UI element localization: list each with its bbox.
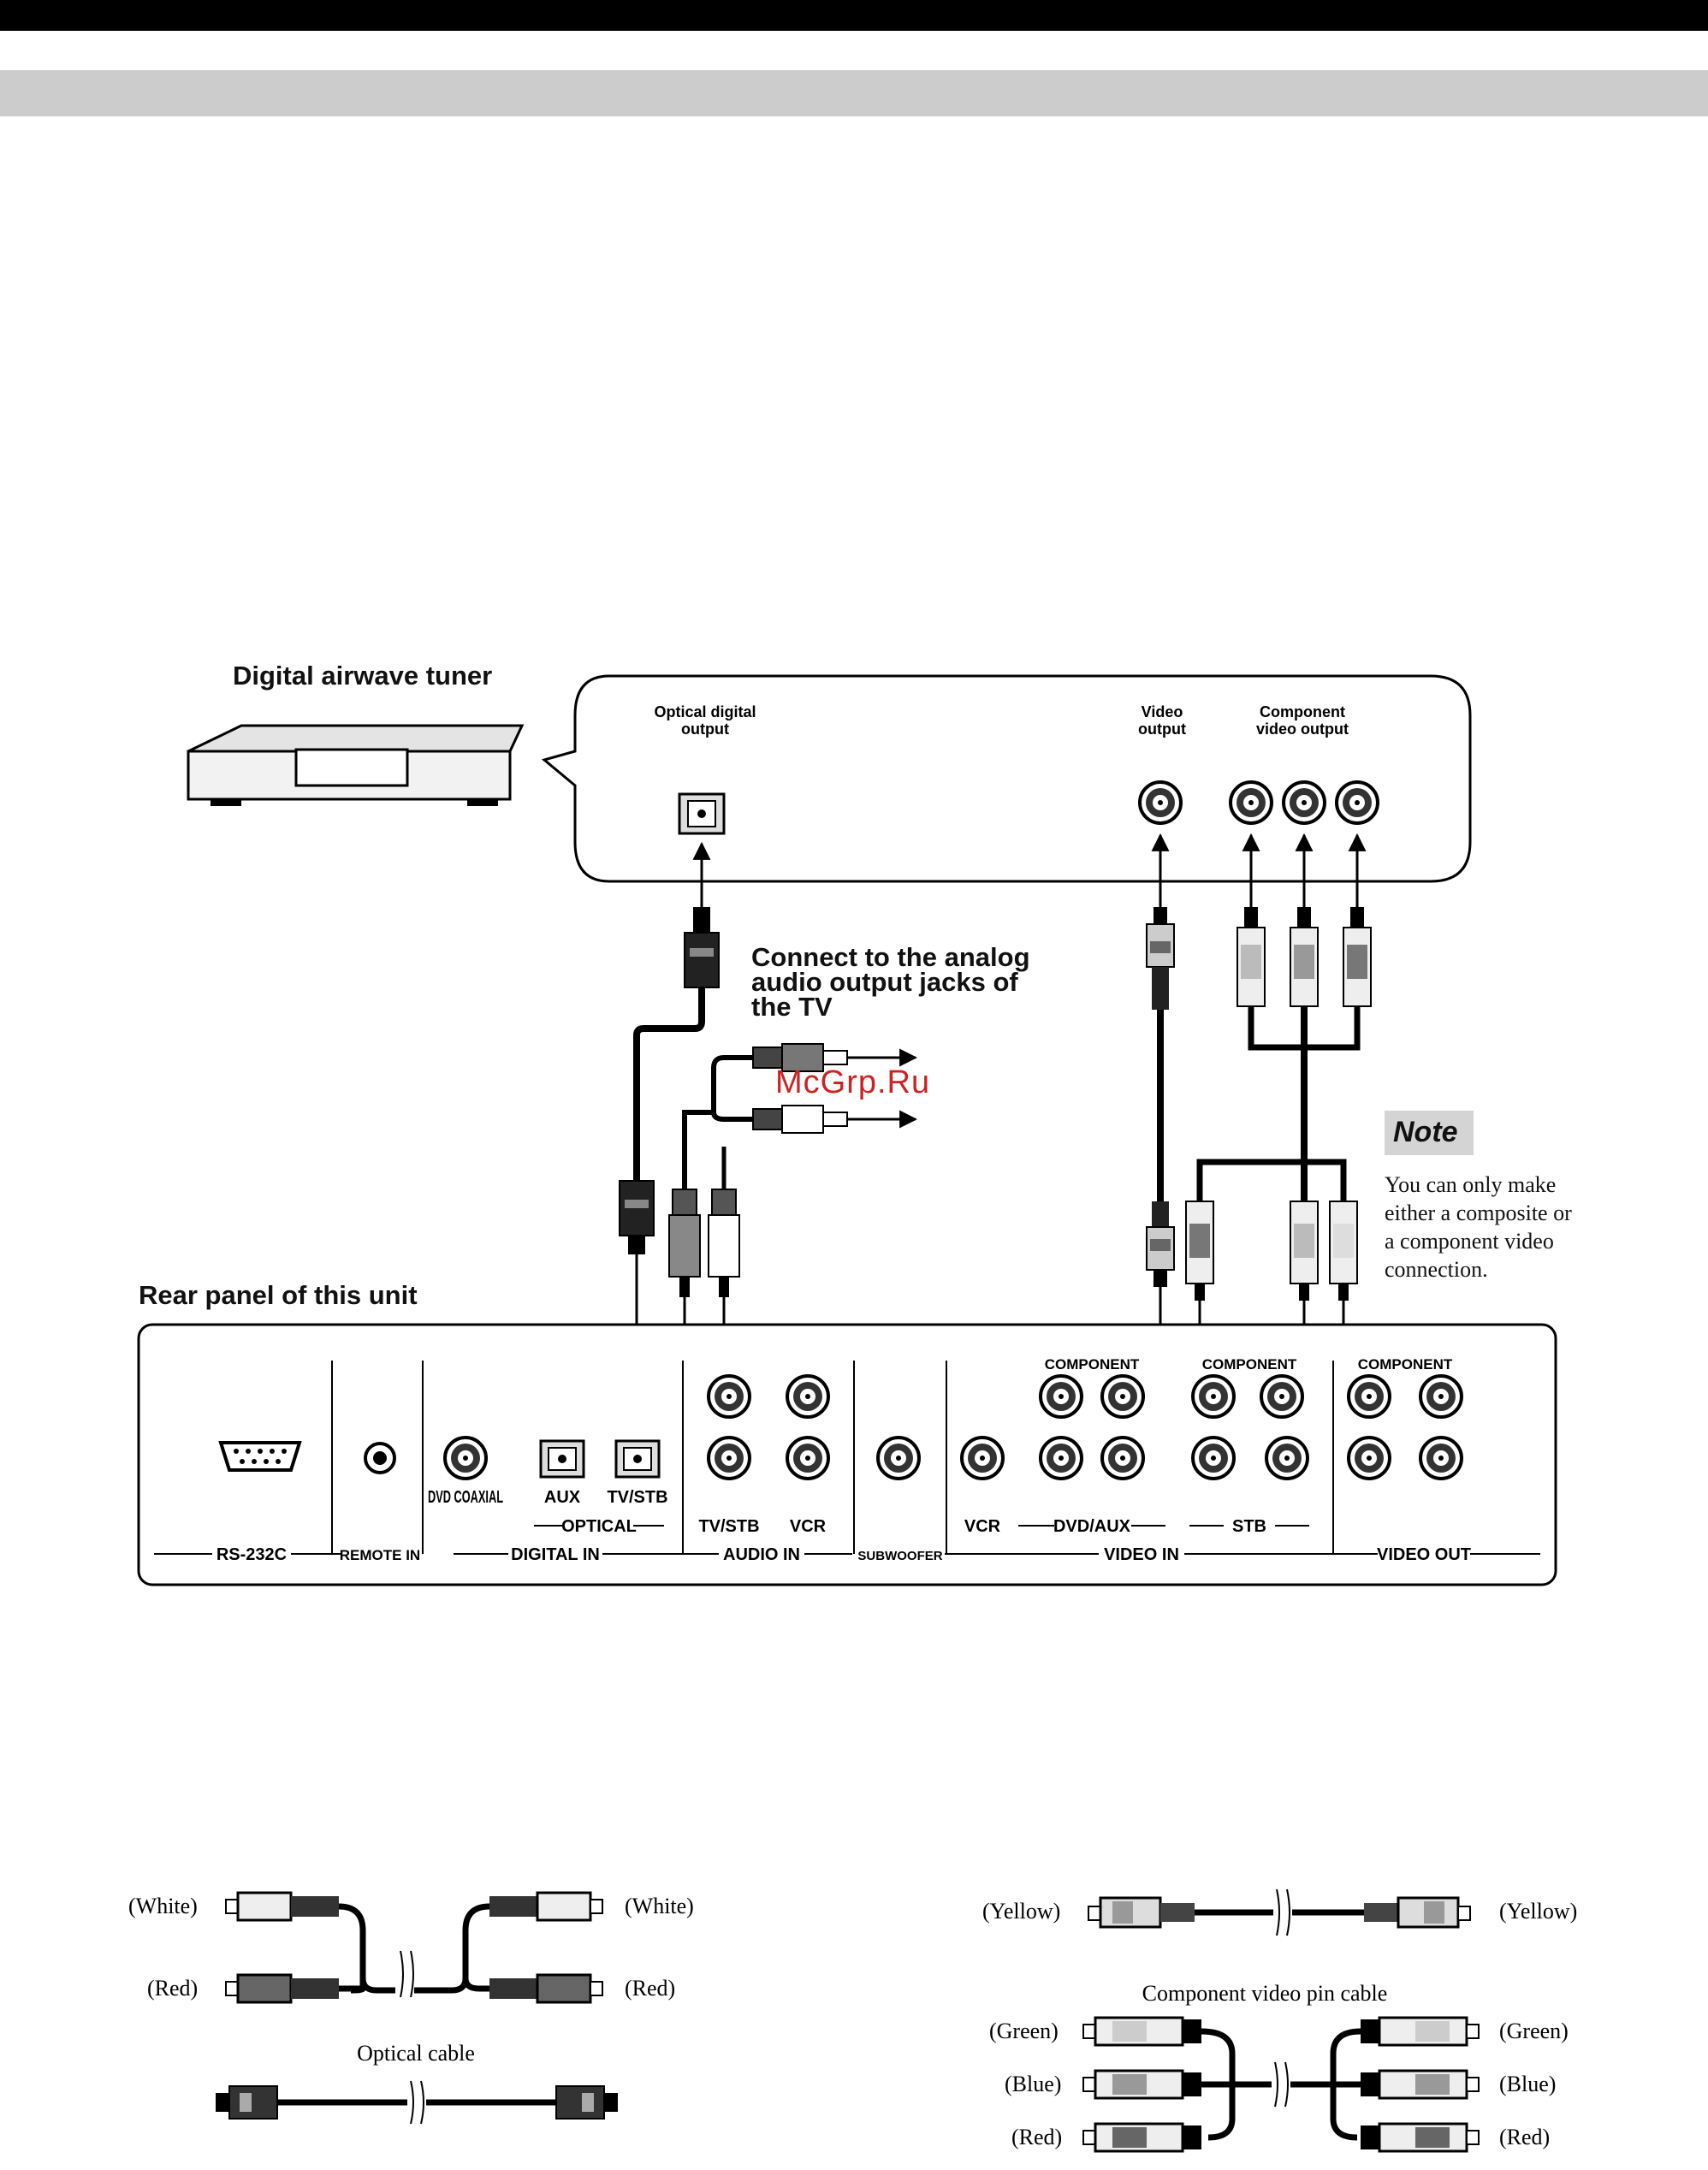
dvdaux-component-jack-2 bbox=[1100, 1374, 1145, 1419]
optical-cable-plug-bottom bbox=[619, 1180, 655, 1254]
stb-video-jack bbox=[1191, 1436, 1236, 1480]
subwoofer-jack bbox=[876, 1436, 921, 1480]
audio-cable-white-left: (White) bbox=[128, 1894, 198, 1918]
video-cable-yellow-left: (Yellow) bbox=[982, 1899, 1060, 1924]
tuner-component-jack-pb bbox=[1282, 780, 1326, 825]
audio-in-vcr-r-jack bbox=[786, 1436, 830, 1480]
watermark: McGrp.Ru bbox=[775, 1064, 931, 1100]
component-blue-left: (Blue) bbox=[1005, 2072, 1061, 2096]
tuner-video-jack bbox=[1138, 780, 1183, 825]
tvstb-optical-label: TV/STB bbox=[607, 1488, 667, 1507]
video-out-component-jack-2 bbox=[1419, 1374, 1463, 1419]
rs232c-section-label: RS-232C bbox=[216, 1545, 287, 1564]
component-red-right: (Red) bbox=[1499, 2125, 1550, 2149]
stb-component-jack-2 bbox=[1260, 1374, 1304, 1419]
tvstb-audio-label: TV/STB bbox=[698, 1517, 759, 1536]
rear-panel-title: Rear panel of this unit bbox=[139, 1280, 418, 1310]
dvdaux-component-jack-3 bbox=[1039, 1436, 1083, 1480]
tuner-component-jack-y bbox=[1229, 780, 1273, 825]
component-pin-cable-illustration bbox=[1082, 2016, 1480, 2153]
component-red-left: (Red) bbox=[1011, 2125, 1062, 2149]
video-out-video-jack bbox=[1419, 1436, 1463, 1480]
component-label-stb: COMPONENT bbox=[1202, 1356, 1297, 1373]
video-out-section-label: VIDEO OUT bbox=[1377, 1545, 1471, 1564]
optical-cable-plug-top bbox=[684, 907, 720, 988]
component-cable-title: Component video pin cable bbox=[1142, 1981, 1388, 2006]
video-cable bbox=[1146, 907, 1175, 1287]
digital-in-section-label: DIGITAL IN bbox=[511, 1545, 600, 1564]
optical-cable-illustration bbox=[216, 2080, 618, 2125]
optical-cable-title: Optical cable bbox=[357, 2041, 475, 2066]
component-label-dvdaux: COMPONENT bbox=[1045, 1356, 1140, 1373]
component-blue-right: (Blue) bbox=[1499, 2072, 1556, 2096]
note-title: Note bbox=[1393, 1116, 1458, 1148]
vcr-video-label: VCR bbox=[964, 1517, 1001, 1536]
component-green-left: (Green) bbox=[989, 2019, 1059, 2043]
audio-in-tvstb-l-jack bbox=[707, 1374, 751, 1419]
tuner-device-icon bbox=[187, 724, 525, 806]
video-cable-yellow-right: (Yellow) bbox=[1499, 1899, 1577, 1924]
audio-in-section-label: AUDIO IN bbox=[723, 1545, 800, 1564]
tvstb-optical-jack bbox=[614, 1439, 661, 1479]
dvd-aux-label: DVD/AUX bbox=[1053, 1517, 1131, 1536]
component-green-right: (Green) bbox=[1499, 2019, 1569, 2043]
optical-cable-wire bbox=[633, 987, 705, 1181]
tuner-rear-panel-callout bbox=[541, 674, 1472, 883]
stb-component-jack-3 bbox=[1265, 1436, 1309, 1480]
remote-in-jack bbox=[364, 1442, 396, 1474]
optical-label: OPTICAL bbox=[561, 1517, 637, 1536]
tuner-optical-jack bbox=[678, 792, 726, 835]
component-cable-bottom bbox=[1185, 1201, 1358, 1301]
audio-cable-red-right: (Red) bbox=[625, 1976, 675, 2001]
component-cable-top bbox=[1196, 907, 1372, 1201]
video-out-component-jack-1 bbox=[1347, 1374, 1391, 1419]
audio-in-vcr-l-jack bbox=[786, 1374, 830, 1419]
aux-optical-jack bbox=[539, 1439, 585, 1479]
dvdaux-component-jack-1 bbox=[1039, 1374, 1083, 1419]
rs232c-port bbox=[218, 1441, 302, 1472]
audio-cable-white-right: (White) bbox=[625, 1894, 694, 1918]
stb-component-jack-1 bbox=[1191, 1374, 1236, 1419]
subwoofer-section-label: SUBWOOFER bbox=[857, 1549, 942, 1563]
remote-in-section-label: REMOTE IN bbox=[340, 1547, 420, 1563]
vcr-audio-label: VCR bbox=[790, 1517, 827, 1536]
aux-label: AUX bbox=[544, 1488, 581, 1507]
audio-in-tvstb-r-jack bbox=[707, 1436, 751, 1480]
video-in-vcr-jack bbox=[960, 1436, 1005, 1480]
header-black-bar bbox=[0, 0, 1708, 31]
stb-label: STB bbox=[1232, 1517, 1266, 1536]
audio-cable-to-tv bbox=[668, 1043, 918, 1297]
component-label-videoout: COMPONENT bbox=[1358, 1356, 1453, 1373]
dvdaux-video-jack bbox=[1100, 1436, 1145, 1480]
audio-pin-cable-illustration bbox=[225, 1891, 603, 2004]
video-in-section-label: VIDEO IN bbox=[1104, 1545, 1179, 1564]
note-text: You can only make either a composite or … bbox=[1385, 1172, 1572, 1282]
section-gray-bar bbox=[0, 70, 1708, 116]
audio-cable-red-left: (Red) bbox=[147, 1976, 198, 2001]
video-out-component-jack-3 bbox=[1347, 1436, 1391, 1480]
dvd-coaxial-jack bbox=[443, 1436, 488, 1480]
tuner-component-jack-pr bbox=[1335, 780, 1379, 825]
note-box bbox=[1385, 1111, 1474, 1155]
rear-panel-outline bbox=[137, 1323, 1557, 1586]
dvd-coaxial-label: DVD COAXIAL bbox=[428, 1488, 503, 1507]
video-pin-cable-illustration bbox=[1088, 1888, 1471, 1936]
tuner-title: Digital airwave tuner bbox=[233, 661, 493, 691]
connect-instruction: Connect to the analog audio output jacks… bbox=[751, 942, 1030, 1022]
